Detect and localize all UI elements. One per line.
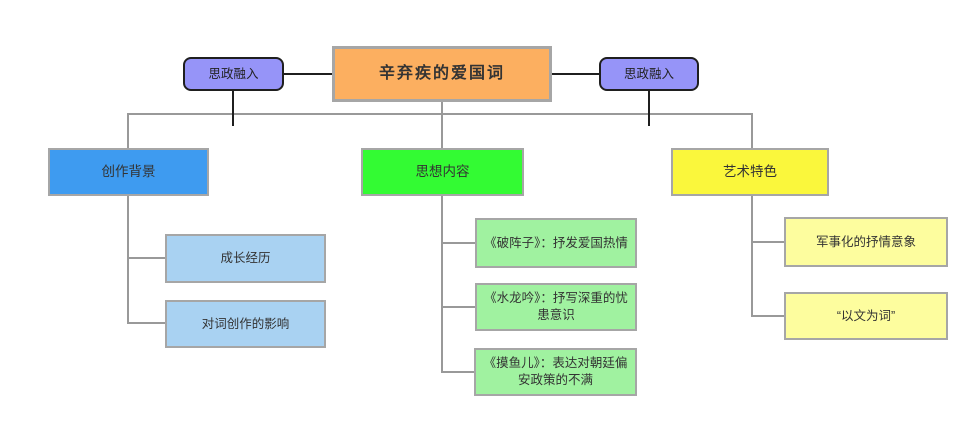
subtopic-pozhenzi[interactable]: 《破阵子》：抒发爱国热情 (475, 218, 637, 268)
connector-callout-right-horizontal (552, 73, 599, 75)
connector-main-horizontal (127, 113, 753, 115)
connector-branch-3-child-2 (751, 315, 784, 317)
connector-branch-2-vertical (441, 196, 443, 373)
root-topic[interactable]: 辛弃疾的爱国词 (332, 46, 552, 102)
branch-creation-background[interactable]: 创作背景 (48, 148, 209, 196)
callout-right[interactable]: 思政融入 (599, 57, 699, 91)
subtopic-military-imagery[interactable]: 军事化的抒情意象 (784, 217, 948, 267)
branch-ideological-content[interactable]: 思想内容 (361, 148, 524, 196)
subtopic-prose-as-ci[interactable]: “以文为词” (784, 292, 948, 340)
subtopic-growth-experience[interactable]: 成长经历 (165, 234, 326, 283)
callout-left[interactable]: 思政融入 (183, 57, 284, 91)
connector-callout-left-horizontal (284, 73, 332, 75)
connector-branch-3-child-1 (751, 241, 784, 243)
connector-root-stem (441, 101, 443, 148)
connector-branch-2-child-1 (441, 242, 475, 244)
connector-branch-2-child-2 (441, 306, 475, 308)
connector-branch-2-child-3 (441, 371, 475, 373)
connector-branch-1-child-2 (127, 322, 165, 324)
connector-drop-branch-1 (127, 113, 129, 148)
connector-callout-left-stem (232, 91, 234, 126)
connector-branch-1-vertical (127, 196, 129, 324)
connector-branch-1-child-1 (127, 257, 165, 259)
subtopic-influence-on-ci[interactable]: 对词创作的影响 (165, 300, 326, 348)
connector-branch-3-vertical (751, 196, 753, 316)
connector-callout-right-stem (648, 90, 650, 126)
subtopic-moyuer[interactable]: 《摸鱼儿》：表达对朝廷偏安政策的不满 (474, 348, 637, 396)
connector-drop-branch-3 (751, 113, 753, 148)
subtopic-shuilongyin[interactable]: 《水龙吟》：抒写深重的忧患意识 (475, 283, 637, 331)
branch-artistic-features[interactable]: 艺术特色 (671, 148, 829, 196)
